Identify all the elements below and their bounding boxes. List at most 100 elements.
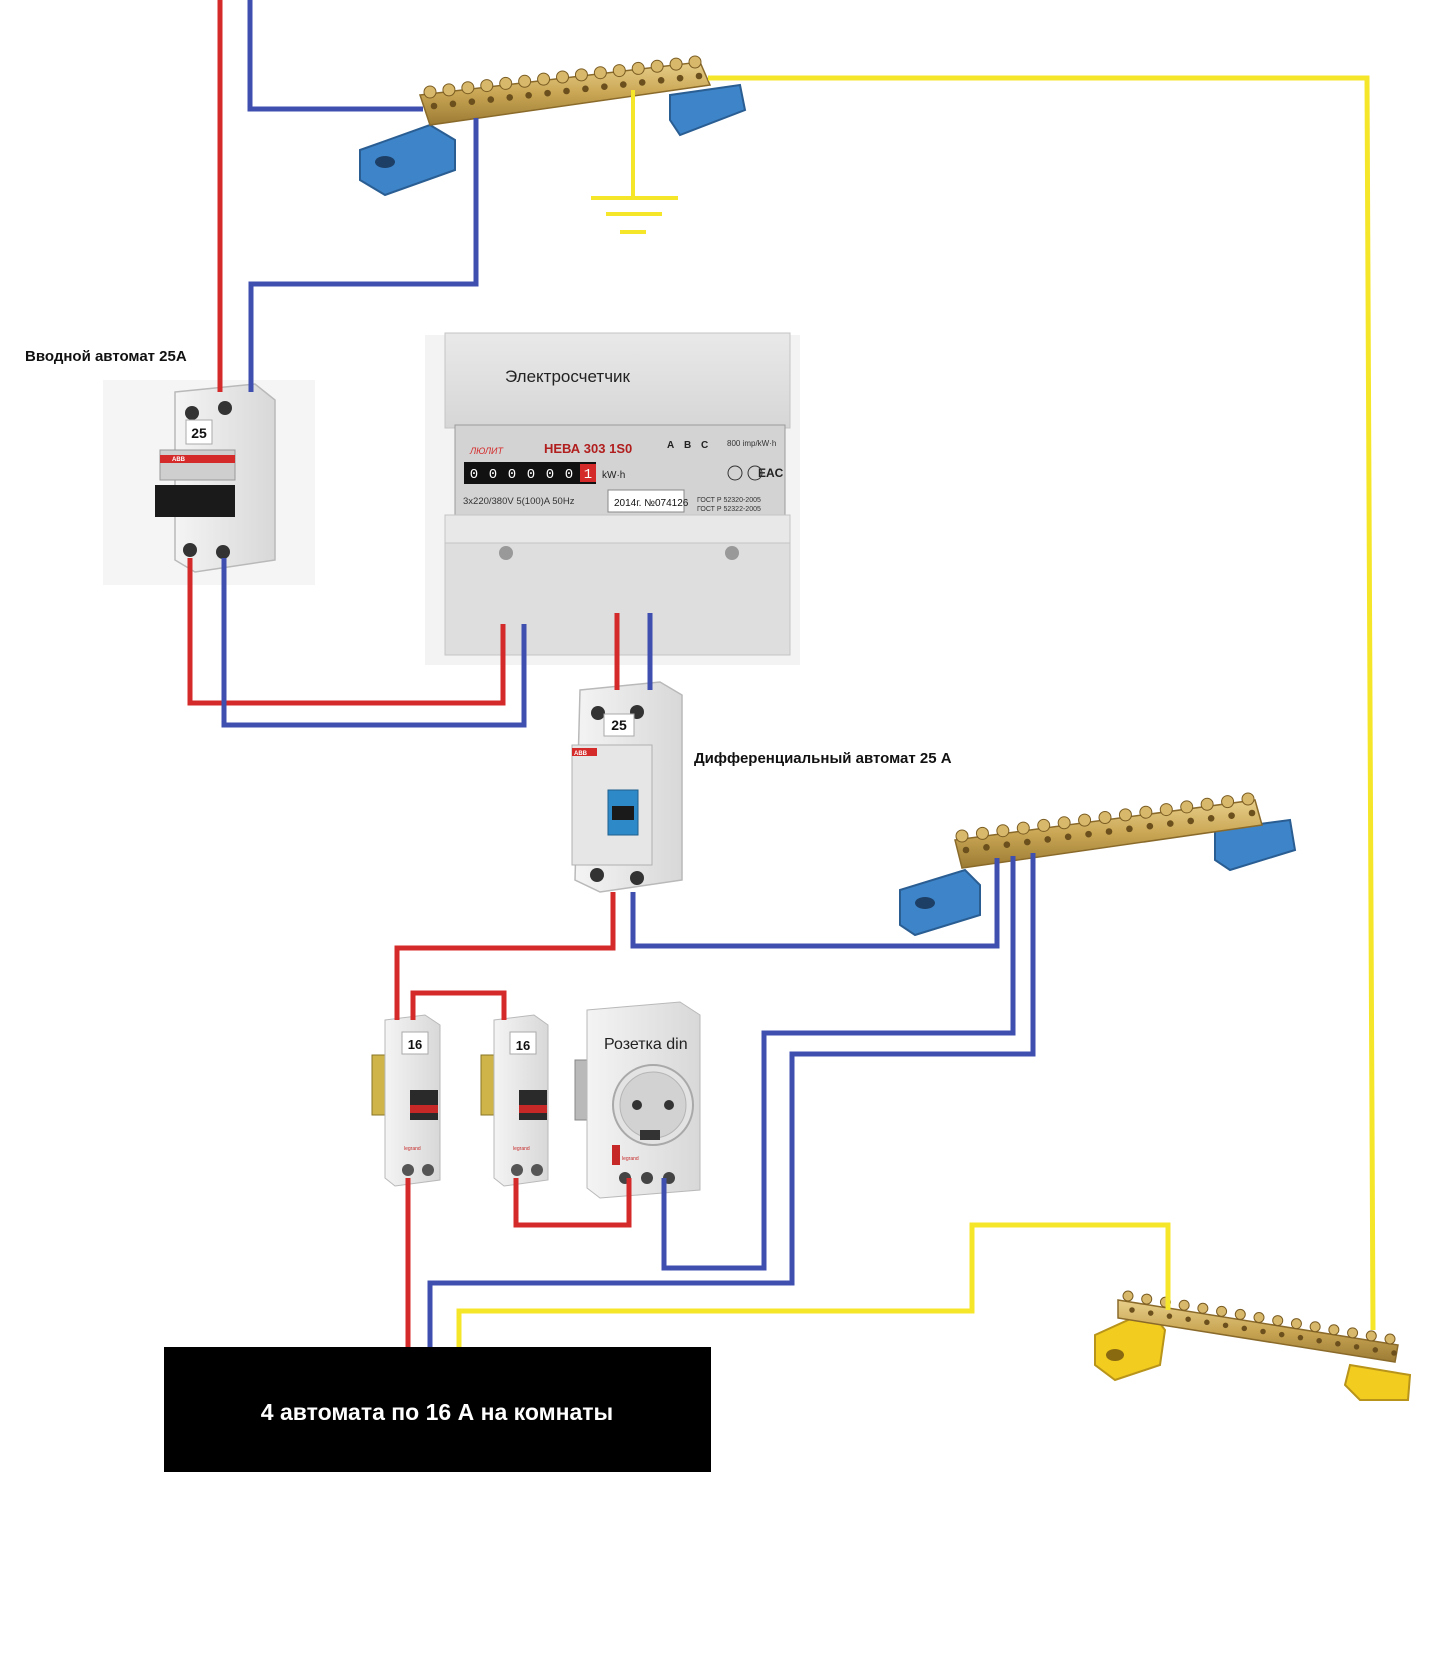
- bus-hole: [695, 72, 703, 80]
- bus-screw: [518, 74, 532, 88]
- bus-screw: [1384, 1333, 1396, 1345]
- bus-hole: [1166, 1313, 1173, 1319]
- bus-hole: [563, 87, 570, 95]
- socket-label: Розетка din: [604, 1036, 688, 1053]
- breaker-2-rating: 16: [516, 1038, 530, 1053]
- bus-screw: [461, 81, 475, 95]
- bus-hole: [1085, 830, 1092, 838]
- wires: [187, 0, 1376, 1350]
- bus-screw: [669, 57, 683, 71]
- wire-neutral-breaker-meter: [221, 558, 527, 728]
- bus-hole: [449, 100, 457, 108]
- bus-hole: [1185, 1316, 1191, 1322]
- meter-label: Электросчетчик: [505, 367, 631, 386]
- meter-digit: 0: [489, 467, 497, 483]
- meter-eac-mark: EAC: [758, 466, 784, 480]
- meter-gost-2: ГОСТ Р 52322-2005: [697, 506, 761, 513]
- bus-hole: [619, 81, 627, 88]
- bus-screw: [631, 61, 645, 75]
- bus-screw: [499, 76, 513, 90]
- bus-hole: [487, 96, 495, 103]
- bus-hole: [430, 102, 438, 110]
- bus-screw: [1098, 811, 1112, 824]
- bus-screw: [688, 55, 702, 69]
- bus-hole: [1248, 809, 1256, 817]
- rcd-rating: 25: [611, 717, 627, 733]
- breaker-1-rating: 16: [408, 1037, 422, 1052]
- neutral-bus-middle: [899, 792, 1297, 937]
- bus-hole: [676, 74, 684, 82]
- meter-model: НЕВА 303 1S0: [544, 441, 632, 456]
- wire-neutral-bus-rooms: [427, 853, 1036, 1350]
- bus-hole: [468, 98, 476, 106]
- ground-symbol: [591, 90, 678, 234]
- bus-screw: [612, 64, 626, 78]
- rcd-label: Дифференциальный автомат 25 А: [694, 750, 952, 767]
- wire-phase-socket: [513, 1178, 632, 1228]
- meter-digit-cell: [485, 464, 501, 482]
- bus-screw: [1272, 1315, 1284, 1327]
- bus-hole: [638, 79, 646, 86]
- bus-screw: [1078, 813, 1092, 827]
- bus-hole: [601, 83, 608, 91]
- meter-digit-cell: [580, 464, 596, 482]
- bus-hole: [983, 844, 990, 851]
- meter-imp: 800 imp/kW·h: [727, 439, 776, 448]
- bus-hole: [1129, 1307, 1135, 1313]
- bus-hole: [1003, 841, 1011, 849]
- meter-serial: 2014г. №074126: [614, 498, 689, 509]
- bus-screw: [1016, 821, 1030, 835]
- bus-screw: [1365, 1330, 1377, 1342]
- bus-screw: [1347, 1327, 1359, 1339]
- bus-screw: [996, 824, 1010, 838]
- bus-screw: [1197, 1302, 1209, 1314]
- input-breaker: 25 ABB: [103, 380, 315, 585]
- meter-digit: 0: [546, 467, 554, 483]
- meter-digit: 1: [584, 467, 592, 483]
- bus-screw: [1221, 795, 1235, 809]
- bus-screw: [1141, 1293, 1153, 1305]
- bus-hole: [1166, 820, 1174, 827]
- bus-hole: [962, 846, 970, 854]
- bus-hole: [1023, 838, 1031, 846]
- bus-screw: [650, 59, 664, 73]
- input-breaker-rating: 25: [191, 425, 207, 441]
- bus-hole: [1147, 1310, 1154, 1316]
- bus-hole: [525, 91, 532, 99]
- wire-earth-top-bus: [708, 75, 1376, 1331]
- wire-phase-bridge: [410, 990, 507, 1020]
- bus-hole: [1187, 817, 1195, 825]
- bus-screw: [1057, 816, 1071, 830]
- bus-hole: [1222, 1322, 1229, 1329]
- bus-hole: [1126, 825, 1133, 833]
- meter-rating: 3x220/380V 5(100)A 50Hz: [463, 496, 575, 507]
- bus-screw: [1037, 818, 1051, 832]
- input-breaker-label: Вводной автомат 25А: [25, 348, 187, 365]
- meter-digit-cell: [466, 464, 482, 482]
- breaker-2-brand: legrand: [513, 1146, 530, 1152]
- bus-screw: [593, 66, 607, 80]
- bus-hole: [1146, 822, 1154, 830]
- bus-hole: [582, 85, 589, 93]
- bus-screw: [1122, 1290, 1134, 1302]
- abb-logo: ABB: [172, 457, 186, 463]
- bus-hole: [1105, 828, 1113, 835]
- rooms-breakers-box: 4 автомата по 16 А на комнаты: [164, 1347, 711, 1472]
- meter-digit: 0: [508, 467, 516, 483]
- meter-digit-cell: [504, 464, 520, 482]
- meter-digit-cell: [523, 464, 539, 482]
- rooms-box-label: 4 автомата по 16 А на комнаты: [261, 1399, 613, 1425]
- bus-screw: [423, 85, 437, 99]
- wire-phase-rcd-breakers: [394, 892, 616, 1020]
- bus-hole: [1316, 1337, 1322, 1344]
- bus-screw: [1139, 805, 1153, 819]
- meter-digit: 0: [565, 467, 573, 483]
- wire-phase-breaker-meter: [187, 558, 506, 706]
- meter-phase-label: C: [701, 440, 708, 451]
- earth-bus-bottom: [1094, 1290, 1412, 1401]
- bus-hole: [1204, 1319, 1210, 1326]
- din-socket: legrand: [574, 1001, 701, 1199]
- bus-hole: [1260, 1328, 1266, 1335]
